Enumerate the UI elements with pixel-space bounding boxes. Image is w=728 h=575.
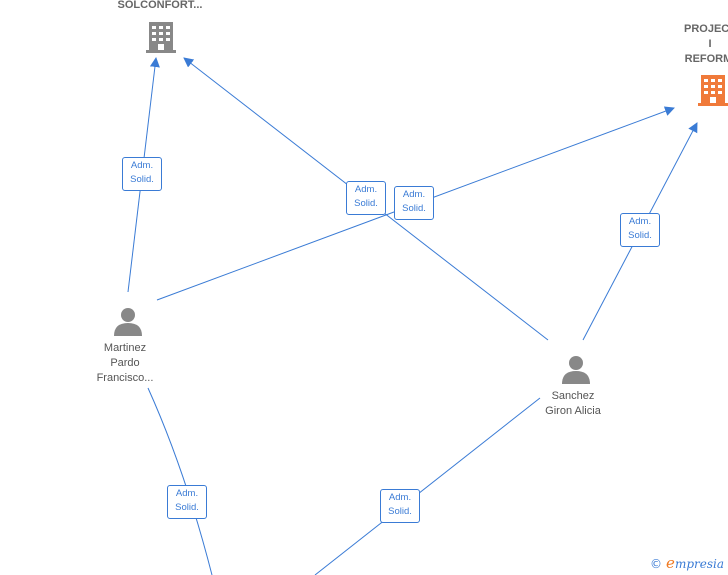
building-icon[interactable] — [146, 20, 176, 54]
edge-label-martinez-solconfort[interactable]: Adm.Solid. — [122, 157, 162, 191]
building-icon[interactable] — [698, 73, 728, 107]
edge-sanchez-bottom — [314, 397, 541, 575]
edge-label-sanchez-solconfort[interactable]: Adm.Solid. — [346, 181, 386, 215]
company-label-projects[interactable]: PROJECT I REFORMI — [684, 23, 728, 65]
person-icon[interactable] — [561, 354, 591, 384]
person-label-martinez[interactable]: Martinez Pardo Francisco... — [96, 342, 154, 384]
edge-label-martinez-projects[interactable]: Adm.Solid. — [394, 186, 434, 220]
edge-label-sanchez-projects[interactable]: Adm.Solid. — [620, 213, 660, 247]
edge-label-sanchez-bottom[interactable]: Adm.Solid. — [380, 489, 420, 523]
edge-label-martinez-bottom[interactable]: Adm.Solid. — [167, 485, 207, 519]
person-icon[interactable] — [113, 306, 143, 336]
edge-martinez-bottom — [147, 387, 213, 575]
company-label-solconfort[interactable]: SOLCONFORT... — [117, 0, 203, 11]
empresia-logo: ©empresia — [650, 554, 724, 572]
person-label-sanchez[interactable]: Sanchez Giron Alicia — [545, 390, 601, 417]
